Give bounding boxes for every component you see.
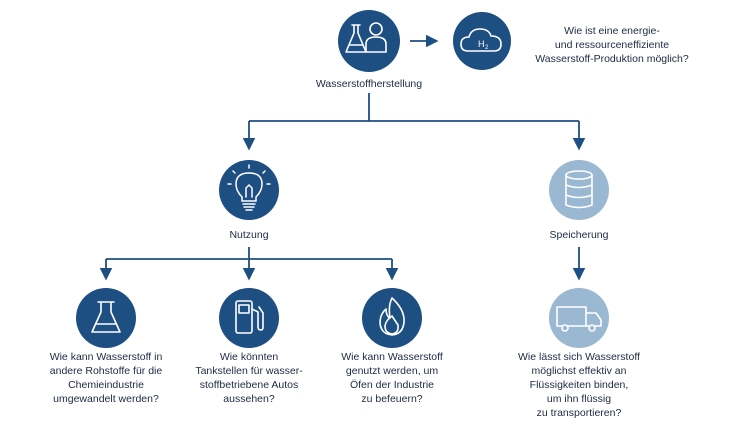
question-tankstellen: Wie könnten Tankstellen für wasser- stof… <box>195 351 303 405</box>
node-h2-cloud: H 2 <box>453 12 511 70</box>
truck-icon <box>556 306 602 332</box>
fuel-pump-icon <box>235 300 264 334</box>
flask-person-icon <box>345 22 387 53</box>
hydrogen-cloud-icon <box>460 28 502 52</box>
node-wasserstoffherstellung <box>338 10 400 72</box>
label-wasserstoffherstellung: Wasserstoffherstellung <box>315 78 423 90</box>
node-leaf-chemie <box>76 288 136 348</box>
lightbulb-icon <box>227 164 271 211</box>
node-leaf-tankstellen <box>219 288 279 348</box>
label-speicherung: Speicherung <box>549 229 609 241</box>
question-produktion: Wie ist eine energie- und ressourceneffi… <box>535 25 689 65</box>
node-speicherung <box>549 160 609 220</box>
question-oefen: Wie kann Wasserstoff genutzt werden, um … <box>341 351 443 405</box>
connectors <box>99 34 586 281</box>
node-leaf-transport <box>549 288 609 348</box>
node-leaf-oefen <box>362 288 422 348</box>
cloud-h-text: H <box>478 39 485 49</box>
flask-icon <box>91 301 121 333</box>
question-chemie: Wie kann Wasserstoff in andere Rohstoffe… <box>49 351 163 405</box>
flame-icon <box>379 297 405 336</box>
storage-cylinder-icon <box>565 170 593 209</box>
node-nutzung <box>219 160 279 220</box>
label-nutzung: Nutzung <box>229 229 269 241</box>
question-transport: Wie lässt sich Wasserstoff möglichst eff… <box>518 351 640 419</box>
cloud-sub-text: 2 <box>485 45 489 51</box>
